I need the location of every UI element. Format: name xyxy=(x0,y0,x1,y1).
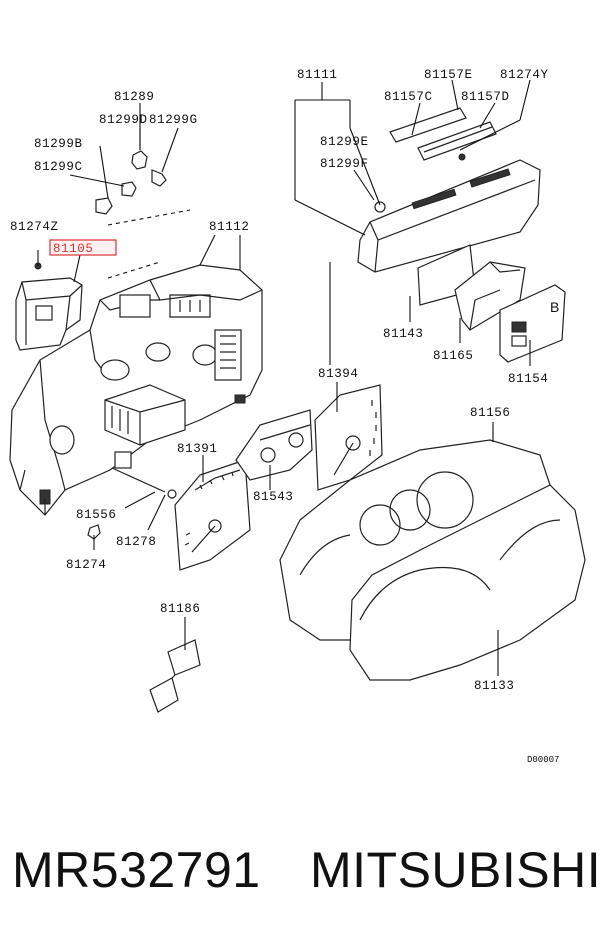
label-81299C: 81299C xyxy=(34,160,83,174)
connector-81186 xyxy=(149,639,201,713)
label-81556: 81556 xyxy=(76,508,117,522)
label-81112: 81112 xyxy=(209,220,250,234)
label-81157D: 81157D xyxy=(461,90,510,104)
label-81111: 81111 xyxy=(297,68,338,82)
diagram-code: D00007 xyxy=(527,755,559,765)
label-81299F: 81299F xyxy=(320,157,369,171)
printed-circuit-81111 xyxy=(357,153,541,273)
highlight-box-81105 xyxy=(49,239,117,256)
label-81394: 81394 xyxy=(318,367,359,381)
label-81274Z: 81274Z xyxy=(10,220,59,234)
label-81154: 81154 xyxy=(508,372,549,386)
label-81105: 81105 xyxy=(53,242,94,256)
label-81133: 81133 xyxy=(474,679,515,693)
panel-81154: B xyxy=(499,284,566,363)
label-81274Y: 81274Y xyxy=(500,68,549,82)
label-81157C: 81157C xyxy=(384,90,433,104)
gauge-81391 xyxy=(174,459,251,571)
cluster-housing-81112 xyxy=(9,264,263,516)
label-81299E: 81299E xyxy=(320,135,369,149)
lens-81133 xyxy=(349,484,586,681)
bracket-81105 xyxy=(15,250,83,351)
label-81289: 81289 xyxy=(114,90,155,104)
label-81143: 81143 xyxy=(383,327,424,341)
board-81543 xyxy=(235,409,313,481)
label-81186: 81186 xyxy=(160,602,201,616)
svg-text:B: B xyxy=(550,299,559,315)
label-81391: 81391 xyxy=(177,442,218,456)
reflector-81165 xyxy=(454,261,526,331)
clips-81299 xyxy=(95,150,167,215)
strip-81157 xyxy=(389,107,497,161)
exploded-parts-diagram: B xyxy=(9,68,586,765)
label-81299B: 81299B xyxy=(34,137,83,151)
part-number: MR532791 xyxy=(12,842,261,898)
label-81299G: 81299G xyxy=(149,113,198,127)
leader-lines xyxy=(69,79,531,676)
label-81156: 81156 xyxy=(470,406,511,420)
brand-name: MITSUBISHI xyxy=(310,842,600,898)
cable-81556 xyxy=(87,451,177,540)
label-81165: 81165 xyxy=(433,349,474,363)
label-81278: 81278 xyxy=(116,535,157,549)
label-81157E: 81157E xyxy=(424,68,473,82)
product-footer: MR532791 MITSUBISHI xyxy=(0,830,600,910)
part-labels: 81289 81299D 81299G 81299B 81299C 81274Z… xyxy=(10,68,559,765)
gauge-81394 xyxy=(314,384,383,491)
label-81543: 81543 xyxy=(253,490,294,504)
label-81274: 81274 xyxy=(66,558,107,572)
label-81299D: 81299D xyxy=(99,113,148,127)
